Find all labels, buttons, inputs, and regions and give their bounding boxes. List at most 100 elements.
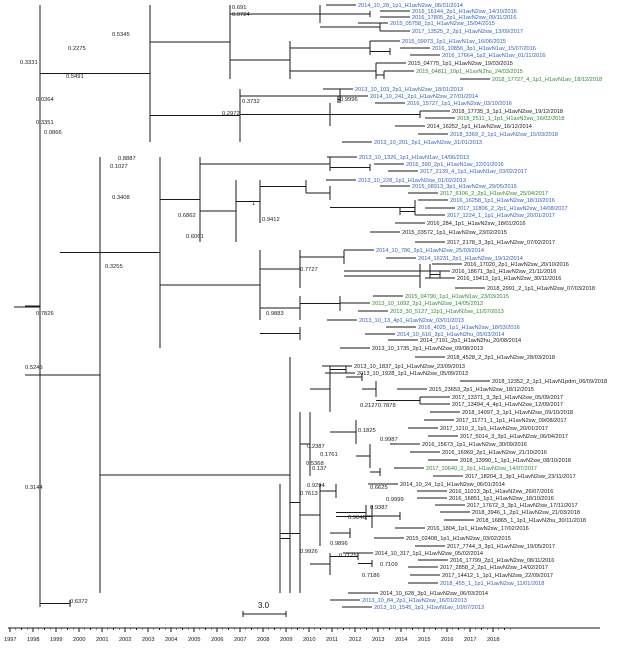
support-value: 0.2972 (222, 111, 240, 117)
support-value: 0.3331 (20, 60, 38, 66)
leaf-label: 2016_16851_1p1_H1avN2sw_18/10/2016 (449, 496, 554, 502)
axis-tick-label: 2012 (349, 637, 361, 643)
leaf-label: 2015_05758_1p1_H1avN2sw_15/04/2015 (390, 21, 495, 27)
support-value: 0.2387 (307, 444, 325, 450)
leaf-label: 2017_14412_1_1p1_H1avN2sw_22/09/2017 (442, 573, 553, 579)
axis-tick-label: 2013 (372, 637, 384, 643)
axis-tick-label: 2005 (188, 637, 200, 643)
support-value: 0.1825 (358, 428, 376, 434)
leaf-label: 2015_04775_1p1_H1avN2sw_19/03/2015 (408, 61, 513, 67)
support-value: 0.7878 (378, 403, 396, 409)
leaf-label: 2016_10856_3p1_H1avN1av_15/07/2016 (432, 46, 536, 52)
leaf-label: 2016_17020_2p1_H1avN2sw_20/10/2016 (464, 262, 569, 268)
leaf-label: 2016_16144_2p1_H1avN2sw_14/10/2016 (412, 9, 517, 15)
leaf-label: 2018_13990_1_1p1_H1avN2sw_08/10/2018 (460, 458, 571, 464)
leaf-label: 2013_10_1837_1p1_H1avN2sw_23/09/2013 (354, 364, 465, 370)
support-value: 0.9926 (300, 549, 318, 555)
support-value: 0.7826 (36, 311, 54, 317)
leaf-label: 2018_17735_3_1p1_H1avN2sw_19/12/2018 (452, 109, 563, 115)
support-value: 0.6061 (186, 234, 204, 240)
leaf-label: 2018_14097_3_1p1_H1avN2sw_09/10/2018 (462, 410, 573, 416)
leaf-label: 2014_16252_1p1_H1avN2sw_16/12/2014 (427, 124, 532, 130)
leaf-label: 2016_19413_1p1_H1avN2sw_30/11/2016 (457, 276, 561, 282)
leaf-label: 2018_17727_4_1p1_H1avN1av_18/12/2018 (492, 77, 602, 83)
leaf-label: 2013_30_5127_12p1_H1avN2sw_11/07/2013 (390, 309, 504, 315)
leaf-label: 2017_13371_3_3p1_H1avN2sw_05/09/2017 (452, 395, 563, 401)
support-value: 0.9996 (340, 97, 358, 103)
axis-tick-label: 2014 (395, 637, 407, 643)
axis-tick-label: 2003 (142, 637, 154, 643)
leaf-label: 2014_10_241_2p1_H1avN2sw_27/01/2014 (370, 94, 478, 100)
leaf-label: 2014_10_317_1p1_H1avN2sw_05/02/2014 (375, 551, 483, 557)
support-values: 0.6910.97240.53450.22750.33310.54910.036… (20, 5, 404, 605)
tree-branches (14, 4, 490, 608)
leaf-label: 2016_18671_3p1_H1avN2sw_21/11/2016 (452, 269, 556, 275)
axis-tick-label: 2002 (119, 637, 131, 643)
leaf-label: 2018_3369_2_1p1_H1avN2sw_15/03/2018 (450, 132, 558, 138)
support-value: 0.5245 (25, 365, 43, 371)
leaf-label: 2017_18204_3_3p1_H1avN2sw_23/11/2017 (465, 474, 576, 480)
support-value: 0.2127 (360, 403, 378, 409)
support-value: 0.3144 (25, 485, 44, 491)
axis-tick-label: 2008 (257, 637, 269, 643)
scale-bar-label: 3.0 (258, 601, 270, 610)
support-value: 0.8887 (118, 156, 136, 162)
leaf-label: 2015_04811_10p1_H1avN2hu_24/03/2015 (416, 69, 523, 75)
axis-tick-label: 1997 (4, 637, 16, 643)
support-value: 0.3351 (36, 120, 54, 126)
leaf-label: 2017_7744_3_3p1_H1avN2sw_19/05/2017 (447, 544, 555, 550)
leaf-label: 2016_16969_2p1_H1avN2sw_21/10/2016 (442, 450, 547, 456)
axis-tick-label: 2011 (326, 637, 338, 643)
leaf-label: 2017_2139_4_1p1_H1avN1av_03/02/2017 (420, 169, 527, 175)
support-value: 0.3255 (105, 264, 123, 270)
axis-tick-label: 1999 (50, 637, 62, 643)
leaf-label: 2013_10_1092_2p1_H1avN2sw_14/05/2013 (372, 301, 483, 307)
axis-tick-label: 2010 (303, 637, 315, 643)
leaf-label: 2013_10_228_1p1_H1avN2sw_01/02/2013 (358, 178, 466, 184)
support-value: 0.7125 (339, 553, 357, 559)
leaf-label: 2014_10_24_1p1_H1avN2sw_06/01/2014 (400, 482, 505, 488)
support-value: 0.9846 (348, 515, 366, 521)
leaf-label: 2016_17664_1p2_H1avN1av_01/11/2016 (442, 53, 545, 59)
leaf-label: 2017_5014_3_3p1_H1avN2sw_06/04/2017 (460, 434, 568, 440)
axis-tick-label: 2004 (165, 637, 177, 643)
axis-tick-label: 2007 (234, 637, 246, 643)
axis-tick-label: 2015 (418, 637, 430, 643)
leaf-label: 2017_13525_2_2p1_H1avN2sw_13/09/2017 (412, 29, 523, 35)
support-value: 0.3732 (242, 99, 260, 105)
support-value: 0.7613 (300, 491, 318, 497)
leaf-labels: 2014_10_28_1p1_H1avN2sw_06/01/20142016_1… (354, 3, 607, 611)
leaf-label: 2017_11771_1_1p1_H1avN2sw_09/08/2017 (456, 418, 567, 424)
support-value: 0.0364 (36, 97, 55, 103)
support-value: 0.5368 (306, 461, 324, 467)
leaf-label: 2016_390_2p1_H1avN1av_22/01/2016 (406, 162, 504, 168)
leaf-label: 2016_11013_3p1_H1avN2sw_26/07/2016 (449, 489, 553, 495)
axis-tick-label: 1998 (27, 637, 39, 643)
leaf-label: 2013_10_201_2p1_H1avN2sw_31/01/2013 (374, 140, 482, 146)
axis-tick-label: 2017 (464, 637, 476, 643)
support-value: 0.5491 (66, 74, 84, 80)
axis-tick-label: 2009 (280, 637, 292, 643)
leaf-label: 2017_13494_4_4p1_H1avN2sw_12/09/2017 (452, 402, 563, 408)
support-value: 0.2275 (68, 46, 86, 52)
support-value: 0.7186 (362, 573, 380, 579)
axis-tick-label: 2001 (96, 637, 108, 643)
leaf-label: 2017_1210_2_1p1_H1avN2sw_20/01/2017 (440, 426, 548, 432)
scale-bar: 3.0 (242, 601, 287, 617)
leaf-label: 2018_455_1_1p1_H1avN2sw_11/01/2018 (440, 581, 544, 587)
leaf-label: 2014_7191_2p1_H1avN2hu_20/08/2014 (420, 338, 521, 344)
leaf-label: 2015_03572_1p1_H1avN2sw_23/02/2015 (402, 230, 507, 236)
support-value: 0.6625 (370, 485, 388, 491)
support-value: 0.137 (312, 466, 327, 472)
leaf-label: 2015_09973_1p1_H1avN1av_16/06/2015 (402, 39, 506, 45)
leaf-label: 2014_10_628_3p1_H1avN2sw_06/03/2014 (380, 591, 488, 597)
leaf-label: 2018_12352_2_1p1_H1avN1pdm_06/09/2018 (492, 379, 607, 385)
leaf-label: 2016_17799_2p1_H1avN2sw_08/11/2016 (450, 558, 554, 564)
leaf-label: 2016_15727_1p1_H1avN2sw_03/10/2016 (407, 101, 512, 107)
support-value: 0.6862 (178, 213, 196, 219)
support-value: 0.1761 (320, 452, 338, 458)
leaf-label: 2017_11806_2_2p1_H1avN2sw_14/08/2017 (457, 206, 568, 212)
support-value: 0.9987 (380, 437, 398, 443)
leaf-label: 2013_10_1545_1p1_H1avN1av_10/07/2013 (374, 605, 484, 611)
leaf-label: 2013_10_1735_2p1_H1avN2sw_09/08/2013 (372, 346, 483, 352)
